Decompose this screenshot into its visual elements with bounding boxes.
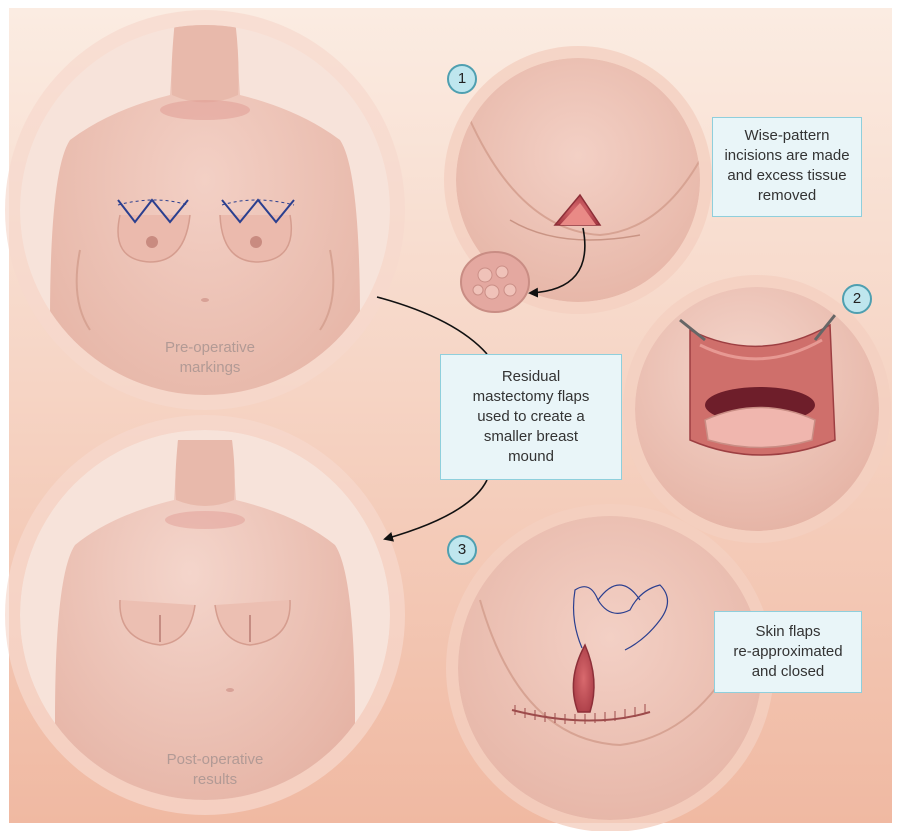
step1-badge: 1	[447, 64, 477, 94]
excised-tissue	[461, 252, 529, 312]
step2-illustration	[635, 287, 879, 531]
step3-badge: 3	[447, 535, 477, 565]
step1-callout: Wise-pattern incisions are made and exce…	[712, 117, 862, 217]
preop-label: Pre-operative markings	[145, 338, 275, 378]
postop-label: Post-operative results	[145, 750, 285, 790]
step3-callout: Skin flaps re-approximated and closed	[714, 611, 862, 693]
step2-badge: 2	[842, 284, 872, 314]
center-callout: Residual mastectomy flaps used to create…	[440, 354, 622, 480]
